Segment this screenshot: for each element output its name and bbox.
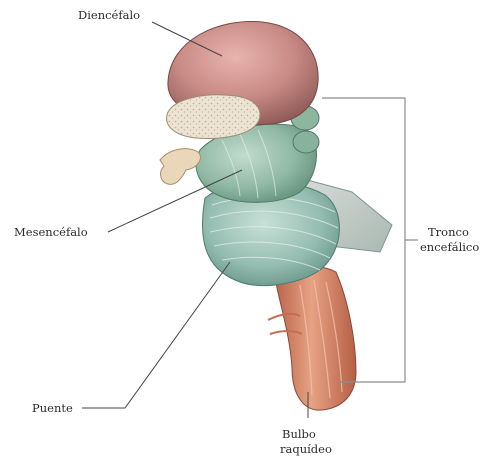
label-brainstem-line1: Tronco — [428, 225, 469, 239]
leader-pons — [82, 262, 230, 408]
label-medulla-line2: raquídeo — [280, 442, 332, 456]
label-midbrain: Mesencéfalo — [14, 225, 88, 239]
label-brainstem-line2: encefálico — [420, 240, 479, 254]
label-diencephalon: Diencéfalo — [78, 8, 140, 22]
label-pons: Puente — [32, 401, 73, 415]
diencephalon-cut-surface — [167, 95, 260, 139]
pituitary-stalk — [160, 149, 200, 185]
label-medulla-line1: Bulbo — [282, 427, 316, 441]
colliculus-bump-lower — [293, 131, 319, 153]
